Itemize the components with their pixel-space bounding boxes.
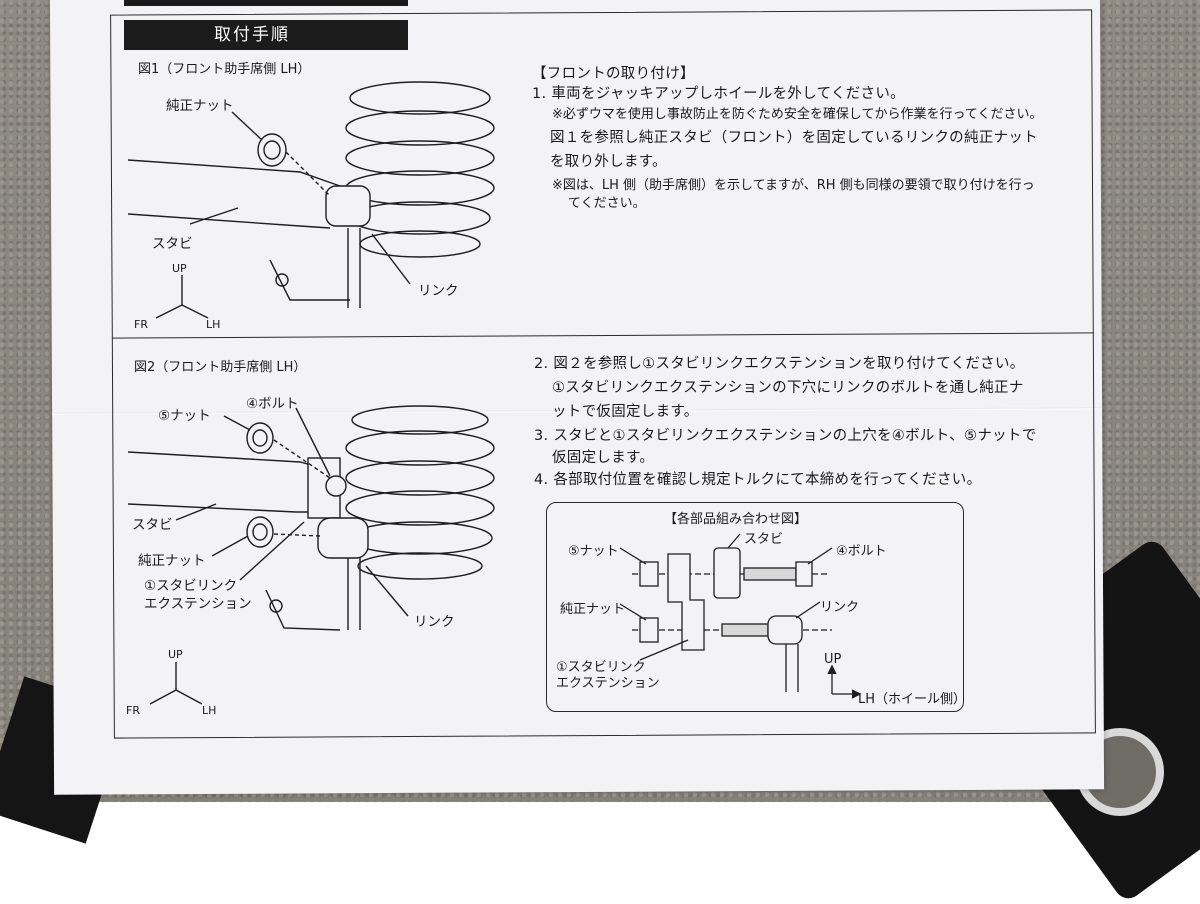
header-bar-top <box>124 0 408 6</box>
section1-note2a: ※図は、LH 側（助手席側）を示してますが、RH 側も同様の要領で取り付けを行っ <box>552 178 1035 193</box>
fig2-axis-fr: FR <box>126 704 140 717</box>
fig2-label-stabi: スタビ <box>132 517 173 533</box>
fig2-nut5 <box>246 422 274 454</box>
parts-label-stabi: スタビ <box>744 532 784 547</box>
parts-diagram-illustration <box>619 533 862 699</box>
parts-label-up: UP <box>824 652 842 667</box>
fig2-link-bushing <box>317 517 369 559</box>
parts-label-lh: LH（ホイール側） <box>858 692 967 707</box>
fig1-caption: 図1（フロント助手席側 LH） <box>138 62 311 77</box>
fig2-coil-spring <box>345 405 495 580</box>
fig1-link-bushing <box>325 185 371 227</box>
section2-step3b: 仮固定します。 <box>552 450 655 466</box>
fig2-axis-up: UP <box>168 648 183 661</box>
section1-line1: 図１を参照し純正スタビ（フロント）を固定しているリンクの純正ナット <box>550 130 1038 146</box>
fig1-axis-lh: LH <box>206 318 221 331</box>
header-title: 取付手順 <box>214 25 290 45</box>
fig1-illustration <box>127 81 495 319</box>
fig2-caption: 図2（フロント助手席側 LH） <box>134 360 307 375</box>
section1-note1: ※必ずウマを使用し事故防止を防ぐため安全を確保してから作業を行ってください。 <box>552 107 1043 122</box>
fig2-label-ext2: エクステンション <box>144 596 252 612</box>
fig1-label-stabi: スタビ <box>152 236 193 252</box>
section2-step2: 2. 図２を参照し①スタビリンクエクステンションを取り付けてください。 <box>534 356 1025 372</box>
parts-genuine-nut <box>639 617 659 643</box>
fig2-label-bolt4: ④ボルト <box>246 396 299 412</box>
section1-step1: 1. 車両をジャッキアップしホイールを外してください。 <box>532 86 905 102</box>
header-bar <box>124 20 408 50</box>
fig2-axis-lh: LH <box>202 704 217 717</box>
section1-heading: 【フロントの取り付け】 <box>532 66 695 82</box>
parts-label-nut: 純正ナット <box>560 602 626 617</box>
fig1-axis-fr: FR <box>134 318 148 331</box>
parts-diagram-box <box>546 502 964 712</box>
parts-diagram-title: 【各部品組み合わせ図】 <box>664 512 808 527</box>
parts-bolt4-thread <box>743 567 797 581</box>
parts-link-ball <box>767 615 803 645</box>
parts-label-link: リンク <box>820 600 860 615</box>
parts-bolt4-head <box>795 561 813 587</box>
parts-label-nut5: ⑤ナット <box>568 544 619 559</box>
parts-nut5 <box>639 561 659 587</box>
section2-step3: 3. スタビと①スタビリンクエクステンションの上穴を④ボルト、⑤ナットで <box>534 428 1037 444</box>
fig1-nut <box>257 133 287 167</box>
section1-line2: を取り外します。 <box>550 154 667 170</box>
fig1-axis-up: UP <box>172 262 187 275</box>
fig2-illustration <box>127 405 495 705</box>
section2-step2b: ①スタビリンクエクステンションの下穴にリンクのボルトを通し純正ナ <box>552 380 1024 396</box>
parts-stabi-block <box>713 547 741 599</box>
parts-label-ext2: エクステンション <box>556 676 660 691</box>
fig1-label-nut: 純正ナット <box>166 98 234 114</box>
section2-step2c: ットで仮固定します。 <box>552 404 699 420</box>
fig2-label-nut: 純正ナット <box>138 553 206 569</box>
fig1-stabilizer-bar <box>127 159 341 187</box>
parts-label-ext1: ①スタビリンク <box>556 660 646 675</box>
parts-extension-bracket <box>667 553 705 651</box>
fig2-label-ext1: ①スタビリンク <box>144 578 238 594</box>
fig2-label-nut5: ⑤ナット <box>158 408 211 424</box>
fig1-label-link: リンク <box>418 283 459 299</box>
parts-label-bolt4: ④ボルト <box>836 544 887 559</box>
section1-note2b: てください。 <box>568 196 646 211</box>
parts-link-thread <box>721 623 769 637</box>
section2-step4: 4. 各部取付位置を確認し規定トルクにて本締めを行ってください。 <box>534 472 982 488</box>
fig2-label-link: リンク <box>414 614 455 630</box>
fig2-bolt-head <box>325 475 347 497</box>
fig2-nut <box>246 516 274 548</box>
